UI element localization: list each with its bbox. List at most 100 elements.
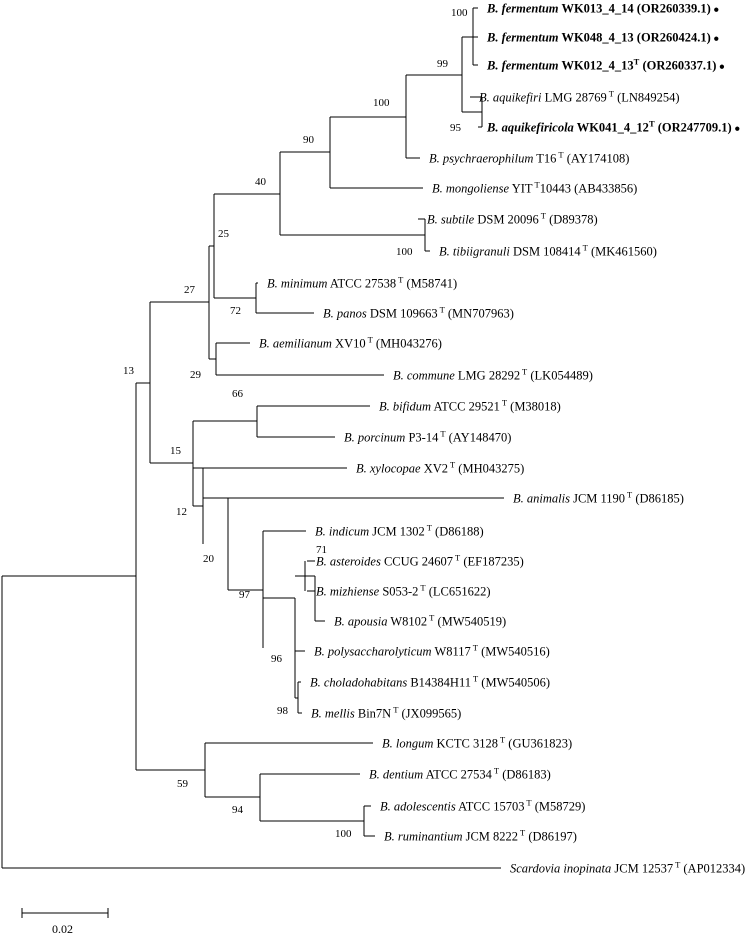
bootstrap-value-b10: 27 [184, 284, 196, 296]
taxon-accession: (D86183) [499, 768, 551, 782]
taxon-species: B. asteroides [316, 555, 381, 569]
taxon-species: B. xylocopae [356, 462, 421, 476]
taxon-species: B. dentium [369, 768, 423, 782]
taxon-label-t21: B. apousia W8102 T (MW540519) [334, 613, 506, 629]
taxon-label-t28: B. ruminantium JCM 8222 T (D86197) [384, 828, 577, 844]
taxon-label-t19: B. asteroides CCUG 24607 T (EF187235) [316, 553, 524, 569]
bootstrap-value-b3: 95 [450, 122, 462, 134]
taxon-label-t25: B. longum KCTC 3128 T (GU361823) [382, 735, 572, 751]
type-strain-mark: T [366, 335, 374, 345]
taxon-strain: LMG 28769 [542, 91, 607, 105]
taxon-strain: DSM 108414 [510, 245, 582, 259]
taxon-species: B. fermentum [486, 2, 559, 16]
bootstrap-value-b19: 96 [271, 653, 283, 665]
type-strain-mark: T [492, 766, 500, 776]
isolate-marker-icon: ● [732, 124, 741, 135]
bootstrap-value-b6: 40 [255, 176, 267, 188]
taxon-strain: ATCC 27534 [423, 768, 493, 782]
bootstrap-value-b12: 13 [123, 365, 135, 377]
bootstrap-value-b18: 71 [316, 544, 327, 556]
taxon-accession: (MH043275) [455, 462, 524, 476]
taxon-label-t12: B. aemilianum XV10 T (MH043276) [259, 335, 442, 351]
bootstrap-value-b13: 66 [232, 388, 244, 400]
taxon-strain: WK013_4_14 [559, 2, 635, 16]
bootstrap-value-b5: 90 [303, 134, 315, 146]
taxon-label-t4: B. aquikefiri LMG 28769 T (LN849254) [479, 89, 680, 105]
taxon-strain: T16 [533, 152, 556, 166]
taxon-strain: ATCC 15703 [456, 800, 525, 814]
type-strain-mark: T [673, 860, 681, 870]
taxon-species: B. commune [393, 369, 455, 383]
type-strain-mark: T [581, 243, 589, 253]
taxon-label-t18: B. indicum JCM 1302 T (D86188) [315, 523, 484, 539]
taxon-species: B. psychraerophilum [429, 152, 533, 166]
taxon-accession: (GU361823) [505, 737, 572, 751]
taxon-accession: (M58729) [532, 800, 586, 814]
taxon-label-t23: B. choladohabitans B14384H11 T (MW540506… [310, 674, 550, 690]
taxon-strain: WK041_4_12 [574, 121, 649, 135]
taxon-species: B. fermentum [486, 31, 559, 45]
taxon-species: B. indicum [315, 525, 369, 539]
taxon-strain: JCM 1190 [570, 492, 625, 506]
taxon-accession: (LK054489) [527, 369, 593, 383]
bootstrap-value-b11: 29 [190, 369, 202, 381]
taxon-species: B. polysaccharolyticum [314, 645, 432, 659]
isolate-marker-icon: ● [711, 5, 720, 16]
taxon-strain: W8117 [432, 645, 471, 659]
taxon-species: B. fermentum [486, 59, 559, 73]
taxon-accession: (AY174108) [564, 152, 630, 166]
taxon-label-t27: B. adolescentis ATCC 15703 T (M58729) [380, 798, 585, 814]
type-strain-mark: T [634, 57, 640, 67]
taxon-species: B. longum [382, 737, 433, 751]
bootstrap-value-b21: 59 [177, 778, 189, 790]
taxon-label-t22: B. polysaccharolyticum W8117 T (MW540516… [314, 643, 550, 659]
taxon-species: B. tibiigranuli [439, 245, 510, 259]
type-strain-mark: T [520, 367, 528, 377]
type-strain-mark: T [471, 674, 479, 684]
taxon-strain: ATCC 27538 [327, 277, 396, 291]
taxon-label-t5: B. aquikefiricola WK041_4_12T (OR247709.… [486, 119, 740, 135]
taxon-species: B. adolescentis [380, 800, 456, 814]
taxon-accession: (AP012334) [680, 862, 745, 876]
taxon-strain: JCM 8222 [462, 830, 518, 844]
taxon-accession: (AY148470) [446, 431, 512, 445]
bootstrap-value-b22: 94 [232, 804, 244, 816]
bootstrap-value-b16: 20 [203, 553, 215, 565]
taxon-accession: (M38018) [507, 400, 561, 414]
tree-branches [1, 7, 504, 869]
taxon-label-t14: B. bifidum ATCC 29521 T (M38018) [379, 398, 561, 414]
bootstrap-value-b7: 100 [396, 246, 413, 258]
taxon-strain: JCM 1302 [369, 525, 425, 539]
taxon-label-t26: B. dentium ATCC 27534 T (D86183) [369, 766, 551, 782]
taxon-strain: XV10 [332, 337, 366, 351]
taxon-label-t11: B. panos DSM 109663 T (MN707963) [323, 305, 514, 321]
type-strain-mark: T [518, 828, 526, 838]
taxon-species: B. ruminantium [384, 830, 462, 844]
taxon-strain: LMG 28292 [455, 369, 520, 383]
bootstrap-value-b14: 15 [170, 445, 182, 457]
type-strain-mark: T [533, 180, 541, 190]
taxon-accession: (JX099565) [398, 707, 461, 721]
taxon-accession: (MW540519) [434, 615, 506, 629]
taxon-accession: (D86185) [632, 492, 684, 506]
type-strain-mark: T [427, 613, 435, 623]
taxon-species: B. choladohabitans [310, 676, 407, 690]
taxon-species: B. aquikefiri [479, 91, 542, 105]
type-strain-mark: T [625, 490, 633, 500]
taxon-strain: YIT [509, 182, 533, 196]
taxon-label-t1: B. fermentum WK013_4_14 (OR260339.1) ● [486, 2, 719, 16]
taxon-strain: XV2 [421, 462, 448, 476]
taxon-accession: (OR260424.1) [634, 31, 711, 45]
bootstrap-value-b20: 98 [277, 705, 289, 717]
taxon-accession: (D86188) [432, 525, 484, 539]
taxon-strain: KCTC 3128 [433, 737, 498, 751]
type-strain-mark: T [438, 305, 446, 315]
taxon-species: B. aemilianum [259, 337, 332, 351]
bootstrap-value-b2: 99 [437, 58, 449, 70]
taxon-strain: WK048_4_13 [559, 31, 634, 45]
type-strain-mark: T [607, 89, 615, 99]
bootstrap-value-b4: 100 [373, 97, 390, 109]
type-strain-mark: T [425, 523, 433, 533]
taxon-accession: (EF187235) [460, 555, 524, 569]
